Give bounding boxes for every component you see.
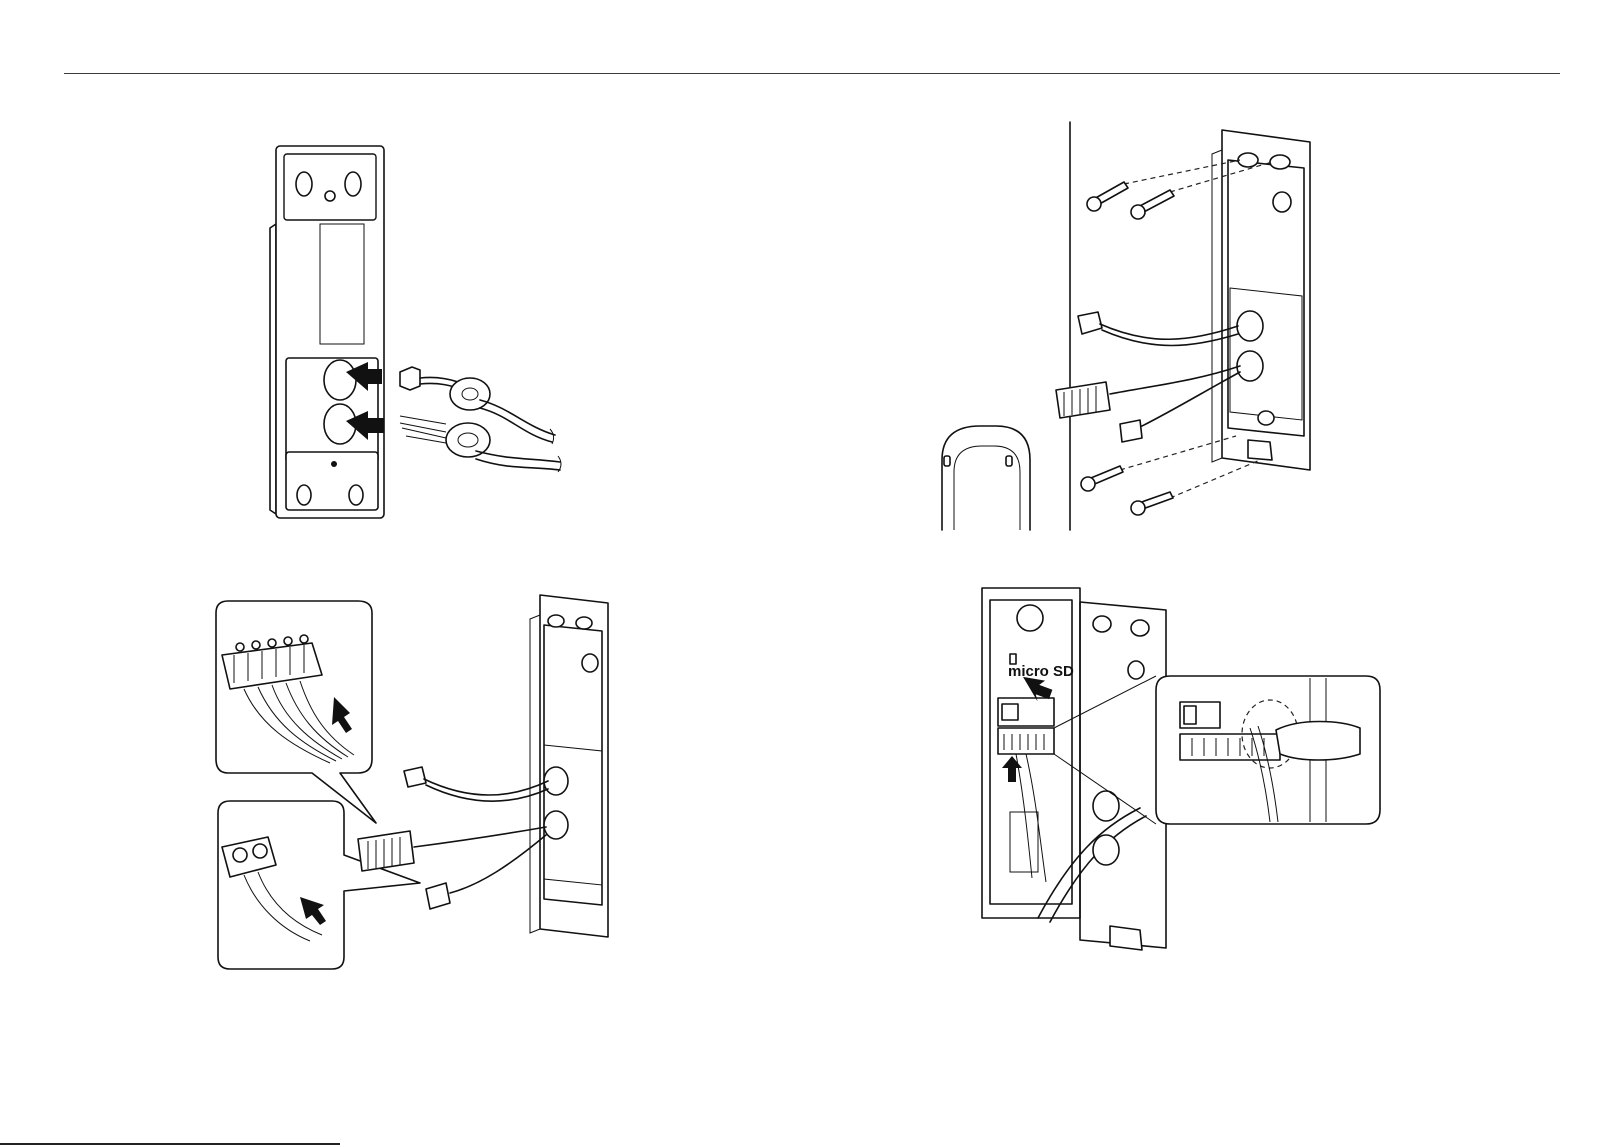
- figure-grommet-insertion: [260, 140, 590, 540]
- footer-rule: [0, 1143, 340, 1145]
- figure-connect-cables-to-camera: micro SD: [980, 578, 1400, 978]
- figure-wall-mount-screws: [930, 120, 1350, 540]
- micro-sd-label: micro SD: [1008, 663, 1074, 680]
- figure-connector-wiring: [200, 585, 660, 1010]
- header-rule: [64, 73, 1560, 74]
